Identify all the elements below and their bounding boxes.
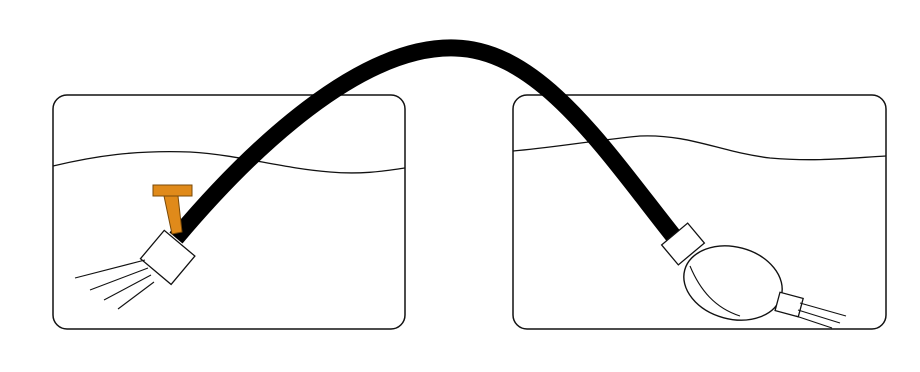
bulb-outlet-flow-lines <box>795 302 847 329</box>
left-nozzle-body <box>139 229 196 286</box>
left-nozzle-flow-lines <box>74 259 155 310</box>
t-valve-stem <box>163 195 183 235</box>
left-nozzle <box>74 229 196 310</box>
t-valve-top-bar <box>152 184 193 197</box>
right-bulb-pump <box>660 222 847 329</box>
siphon-hose <box>169 39 682 244</box>
left-tank <box>52 94 406 330</box>
bulb-outlet <box>774 291 804 318</box>
right-tank-liquid-surface <box>512 135 887 161</box>
t-valve-icon <box>152 184 193 235</box>
bulb-neck <box>689 265 741 317</box>
right-connector <box>660 222 706 266</box>
left-tank-outline <box>52 94 406 330</box>
